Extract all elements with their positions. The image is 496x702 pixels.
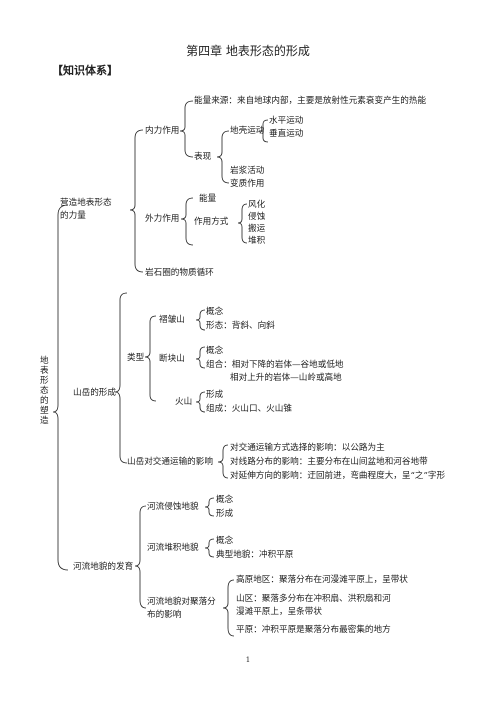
fold-concept: 概念 — [206, 307, 224, 317]
erosion-bracket — [204, 497, 215, 517]
erosion: 侵蚀 — [248, 212, 266, 222]
weathering: 风化 — [248, 200, 266, 210]
river-erosion-label: 河流侵蚀地貌 — [147, 502, 199, 512]
volcano-composition: 组成：火山口、火山锥 — [206, 404, 292, 414]
settlement-impact-line1: 河流地貌对聚落分 — [147, 597, 216, 607]
vertical-movement: 垂直运动 — [269, 129, 304, 139]
page-title: 第四章 地表形态的形成 — [186, 44, 310, 58]
river-erosion-form: 形成 — [216, 509, 234, 519]
settlement-plain: 平原：冲积平原是聚落分布最密集的地方 — [236, 625, 391, 635]
river-erosion-concept: 概念 — [216, 495, 234, 505]
block-mountain-label: 断块山 — [159, 354, 185, 364]
settlement-plateau: 高原地区：聚落分布在河漫滩平原上，呈带状 — [236, 575, 408, 585]
traffic-impact-label: 山岳对交通运输的影响 — [127, 457, 213, 467]
b1-label-line1: 营造地表形态 — [60, 198, 112, 208]
inner-force-label: 内力作用 — [145, 126, 180, 136]
traffic-line-2: 对线路分布的影响：主要分布在山间盆地和河谷地带 — [230, 457, 428, 467]
inner-forms-label: 表现 — [194, 152, 212, 162]
river-deposit-concept: 概念 — [216, 536, 234, 546]
transport: 搬运 — [248, 224, 266, 234]
b3-label: 河流地貌的发育 — [73, 562, 134, 572]
outer-bracket — [180, 197, 194, 246]
inner-bracket — [179, 100, 194, 158]
b3-bracket — [134, 505, 147, 609]
volcano-form: 形成 — [206, 390, 224, 400]
mountain-types-label: 类型 — [127, 353, 145, 363]
root-label: 地表形态的塑造 — [40, 356, 49, 426]
block-bracket — [195, 346, 206, 369]
traffic-bracket — [217, 444, 229, 479]
mode-bracket — [237, 203, 248, 244]
forms-bracket — [216, 130, 230, 184]
types-bracket — [144, 315, 157, 402]
section-heading: 【知识体系】 — [52, 64, 118, 77]
fold-mountain-label: 褶皱山 — [159, 315, 185, 325]
b2-label: 山岳的形成 — [73, 388, 116, 398]
block-combination-2: 相对上升的岩体—山岭或高地 — [230, 373, 342, 383]
volcano-label: 火山 — [175, 397, 193, 407]
crust-bracket — [259, 119, 269, 143]
crust-movement-label: 地壳运动 — [230, 126, 265, 136]
river-deposit-typical: 典型地貌：冲积平原 — [216, 550, 294, 560]
inner-energy-text: 能量来源：来自地球内部，主要是放射性元素衰变产生的热能 — [194, 96, 427, 106]
settlement-mountain-1: 山区：聚落多分布在冲积扇、洪积扇和河 — [236, 594, 391, 604]
volcano-bracket — [195, 391, 206, 413]
magma-activity: 岩浆活动 — [230, 166, 265, 176]
settlement-impact-line2: 布的影响 — [147, 610, 182, 620]
horizontal-movement: 水平运动 — [269, 116, 304, 126]
outer-mode-label: 作用方式 — [194, 217, 229, 227]
page-number: 1 — [245, 656, 251, 664]
root-bracket — [52, 204, 69, 571]
rock-cycle: 岩石圈的物质循环 — [145, 268, 214, 278]
outer-energy: 能量 — [199, 194, 217, 204]
outer-force-label: 外力作用 — [145, 214, 180, 224]
deposition: 堆积 — [248, 236, 266, 246]
fold-form: 形态：背斜、向斜 — [206, 321, 275, 331]
block-concept: 概念 — [206, 346, 224, 356]
traffic-line-1: 对交通运输方式选择的影响：以公路为主 — [230, 443, 385, 453]
traffic-line-3: 对延伸方向的影响：迂回前进，弯曲程度大，呈“之”字形 — [230, 471, 446, 481]
settle-bracket — [222, 579, 235, 637]
b1-label-line2: 的力量 — [60, 211, 86, 221]
metamorphism: 变质作用 — [230, 179, 265, 189]
river-deposit-label: 河流堆积地貌 — [147, 543, 199, 553]
fold-bracket — [195, 309, 206, 331]
deposit-bracket — [204, 538, 215, 558]
settlement-mountain-2: 漫滩平原上，呈条带状 — [236, 607, 322, 617]
b1-bracket — [129, 129, 144, 273]
block-combination-1: 组合：相对下降的岩体—谷地或低地 — [206, 360, 344, 370]
b2-bracket — [114, 292, 128, 464]
